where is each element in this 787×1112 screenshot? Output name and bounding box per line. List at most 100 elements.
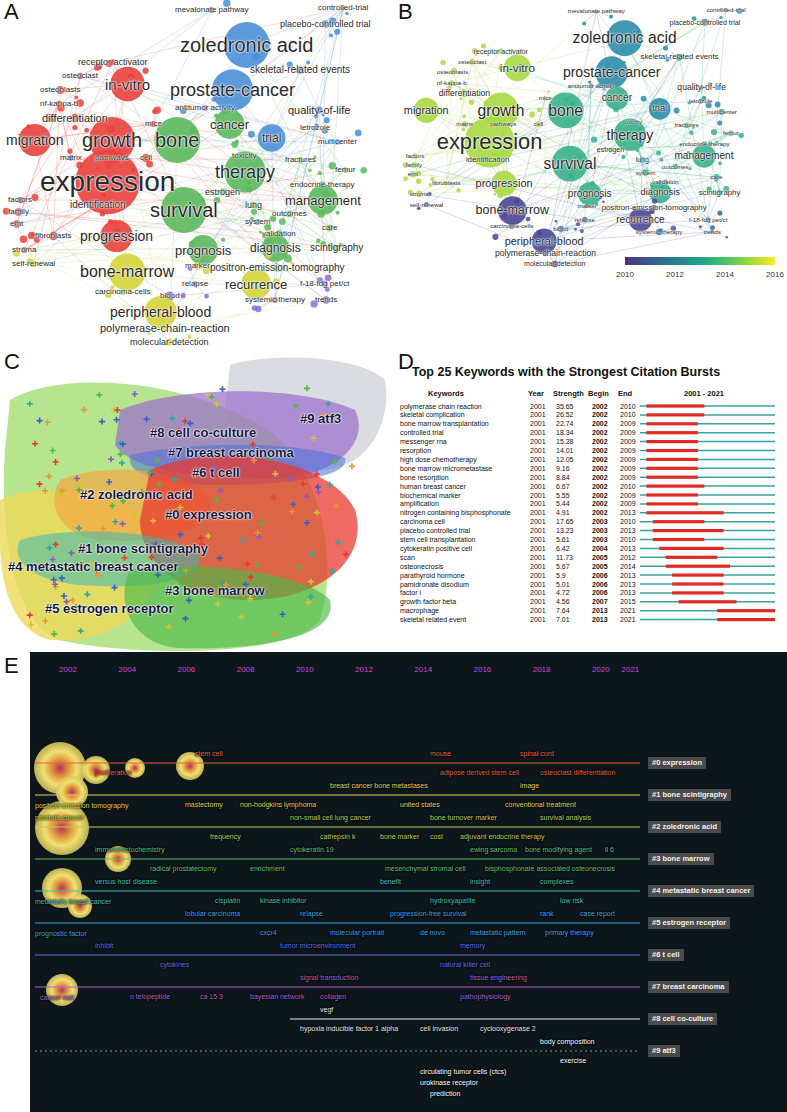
- panel-title: Top 25 Keywords with the Strongest Citat…: [412, 366, 720, 379]
- burst-bar: [659, 547, 723, 550]
- keyword-label: estrogen: [597, 146, 624, 153]
- keyword-label: care: [710, 174, 722, 180]
- keyword-node: [429, 183, 433, 187]
- timeline-keyword: tissue engineering: [470, 974, 527, 981]
- table-cell: 2001: [530, 474, 546, 481]
- keyword-node: [715, 102, 721, 108]
- document-marker: [169, 415, 175, 421]
- table-cell: biochemical marker: [400, 492, 461, 499]
- document-marker: [314, 471, 320, 477]
- document-marker: [120, 441, 126, 447]
- table-cell: 2001: [530, 607, 546, 614]
- keyword-label: controlled-trial: [706, 7, 745, 13]
- keyword-label: trial: [262, 132, 281, 144]
- keyword-node: [591, 137, 597, 143]
- colorbar-tick: 2014: [716, 271, 734, 279]
- timeline-keyword: positron emission tomography: [35, 802, 128, 809]
- table-cell: 2007: [592, 598, 608, 605]
- keyword-node: [416, 178, 421, 183]
- table-cell: parathyroid hormone: [400, 572, 465, 579]
- table-cell: 7.01: [556, 616, 570, 623]
- document-marker: [186, 597, 192, 603]
- keyword-label: positron-emission-tomography: [602, 204, 707, 212]
- document-marker: [329, 569, 335, 575]
- table-cell: 2010: [620, 483, 636, 490]
- burst-bar: [646, 422, 697, 425]
- document-marker: [114, 407, 120, 413]
- timeline-line: [35, 794, 640, 795]
- timeline-keyword: conventional treatment: [505, 801, 576, 808]
- timeline-keyword: rank: [540, 910, 554, 917]
- year-label: 2006: [178, 666, 196, 674]
- burst-bar: [666, 556, 717, 559]
- burst-timeline: [640, 494, 775, 496]
- burst-bar: [672, 591, 723, 594]
- table-cell: scan: [400, 554, 415, 561]
- burst-timeline: [640, 592, 775, 594]
- table-cell: 2013: [592, 607, 608, 614]
- document-marker: [42, 618, 48, 624]
- burst-bar: [653, 520, 704, 523]
- table-cell: 6.67: [556, 483, 570, 490]
- table-cell: 2001: [530, 527, 546, 534]
- timeline-keyword: circulating tumor cells (ctcs): [420, 1068, 506, 1075]
- co-occurrence-link: [546, 12, 597, 254]
- keyword-label: polymerase-chain-reaction: [495, 249, 596, 258]
- document-marker: [81, 407, 87, 413]
- keyword-node: [660, 158, 664, 162]
- keyword-node: [248, 131, 255, 138]
- table-cell: 2002: [592, 456, 608, 463]
- keyword-node: [674, 108, 680, 114]
- timeline-keyword: hypoxia inducible factor 1 alpha: [300, 1025, 398, 1032]
- document-marker: [108, 456, 114, 462]
- keyword-label: bone: [548, 103, 583, 119]
- keyword-label: emt: [10, 220, 23, 228]
- keyword-label: carcinoma-cells: [490, 223, 533, 229]
- timeline-keyword: prediction: [430, 1090, 460, 1097]
- timeline-keyword: body composition: [540, 1038, 594, 1045]
- keyword-label: identification: [70, 200, 126, 210]
- document-marker: [37, 418, 43, 424]
- keyword-node: [153, 106, 161, 114]
- burst-bar: [646, 485, 704, 488]
- timeline-keyword: bone turnover marker: [430, 814, 497, 821]
- document-marker: [42, 488, 48, 494]
- document-marker: [296, 564, 302, 570]
- keyword-label: growth: [478, 103, 525, 119]
- keyword-label: mice: [145, 120, 162, 128]
- year-label: 2016: [474, 666, 492, 674]
- keyword-node: [636, 148, 639, 151]
- table-cell: 2009: [620, 474, 636, 481]
- timeline-keyword: non-hodgkins lymphoma: [240, 801, 316, 808]
- burst-timeline: [640, 468, 775, 470]
- document-marker: [84, 591, 90, 597]
- burst-timeline: [640, 405, 775, 407]
- timeline-keyword: kinase inhibitor: [260, 897, 307, 904]
- timeline-keyword: survival analysis: [540, 814, 591, 821]
- table-cell: high dose chemotherapy: [400, 456, 477, 463]
- keyword-label: femur: [723, 130, 739, 136]
- keyword-label: management: [674, 151, 733, 161]
- burst-timeline: [640, 423, 775, 425]
- cluster-label: #6 t cell: [192, 466, 240, 479]
- cluster-tag: #3 bone marrow: [648, 853, 714, 865]
- keyword-label: quality-of-life: [677, 83, 726, 92]
- table-cell: 2013: [620, 509, 636, 516]
- table-cell: 15.28: [556, 438, 574, 445]
- document-marker: [47, 545, 53, 551]
- keyword-label: diagnosis: [250, 242, 301, 254]
- table-cell: 4.72: [556, 589, 570, 596]
- timeline-keyword: urokinase receptor: [420, 1079, 478, 1086]
- table-cell: pamidronate disodium: [400, 581, 469, 588]
- document-marker: [112, 585, 118, 591]
- keyword-label: lung: [636, 156, 649, 163]
- co-occurrence-link: [585, 112, 722, 220]
- keyword-label: molecular-detection: [524, 260, 585, 267]
- keyword-label: carcinoma-cells: [95, 288, 151, 296]
- keyword-label: fractures: [285, 156, 316, 164]
- document-marker: [205, 533, 211, 539]
- keyword-label: receptor activator: [78, 58, 148, 67]
- keyword-node: [72, 125, 77, 130]
- burst-circle: [46, 974, 78, 1006]
- timeline-keyword: mesenchymal stromal cell: [385, 865, 466, 872]
